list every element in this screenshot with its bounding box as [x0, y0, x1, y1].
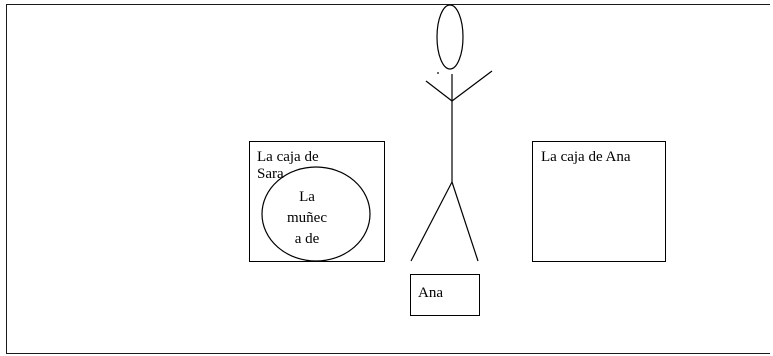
figure-right-arm — [451, 70, 493, 102]
doll-ellipse — [261, 166, 371, 262]
sara-box-label-line2: Sara — [257, 166, 284, 182]
doll-label-line3: a de — [294, 231, 320, 243]
sara-box-label: La caja de — [257, 149, 319, 165]
figure-right-leg — [451, 181, 479, 262]
diagram-frame — [6, 4, 770, 354]
ana-box — [532, 141, 666, 262]
ana-box-label: La caja de Ana — [541, 149, 631, 165]
ana-label-box — [410, 274, 480, 316]
figure-left-arm — [425, 80, 453, 102]
doll-label-line2: muñec — [287, 210, 327, 226]
figure-label: Ana — [418, 285, 443, 301]
stray-dot — [437, 72, 439, 74]
doll-label-line1: La — [299, 189, 315, 205]
figure-left-leg — [410, 181, 453, 262]
figure-head — [436, 4, 464, 70]
stick-figure — [410, 4, 493, 262]
